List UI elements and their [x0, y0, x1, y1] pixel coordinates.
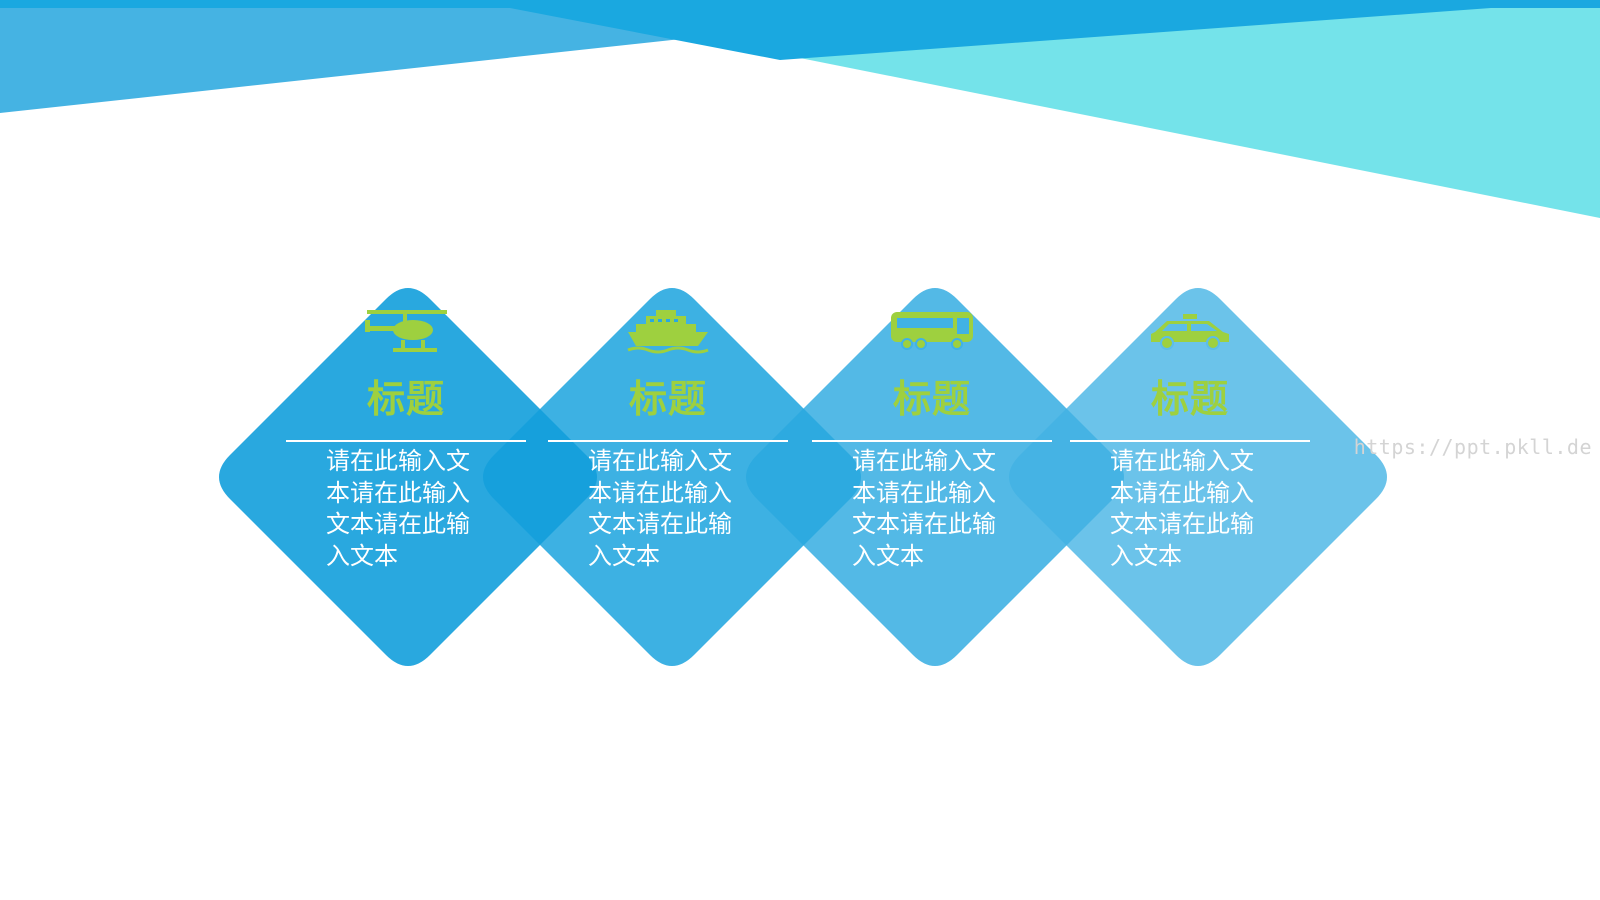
card-2: 标题 请在此输入文本请在此输入文本请在此输入文本 — [508, 268, 828, 688]
watermark-url: https://ppt.pkll.de — [1353, 435, 1592, 459]
taxi-icon — [1030, 312, 1350, 356]
banner-top-strip — [0, 0, 1600, 8]
card-3: 标题 请在此输入文本请在此输入文本请在此输入文本 — [772, 268, 1092, 688]
card-body-text: 请在此输入文本请在此输入文本请在此输入文本 — [1110, 447, 1254, 570]
helicopter-icon — [246, 308, 566, 360]
divider — [812, 440, 1052, 442]
card-body-text: 请在此输入文本请在此输入文本请在此输入文本 — [588, 447, 732, 570]
card-body-text: 请在此输入文本请在此输入文本请在此输入文本 — [852, 447, 996, 570]
bus-icon — [772, 308, 1092, 356]
divider — [548, 440, 788, 442]
banner-dark-shape — [510, 0, 1600, 60]
card-title: 标题 — [366, 377, 445, 421]
card-title: 标题 — [892, 377, 971, 421]
card-title: 标题 — [1150, 377, 1229, 421]
divider — [1070, 440, 1310, 442]
cruise-ship-icon — [508, 308, 828, 360]
card-4: 标题 请在此输入文本请在此输入文本请在此输入文本 — [1030, 268, 1350, 688]
banner-light-shape — [785, 0, 1600, 218]
card-body-text: 请在此输入文本请在此输入文本请在此输入文本 — [326, 447, 470, 570]
card-title: 标题 — [628, 377, 707, 421]
divider — [286, 440, 526, 442]
card-1: 标题 请在此输入文本请在此输入文本请在此输入文本 — [246, 268, 566, 688]
